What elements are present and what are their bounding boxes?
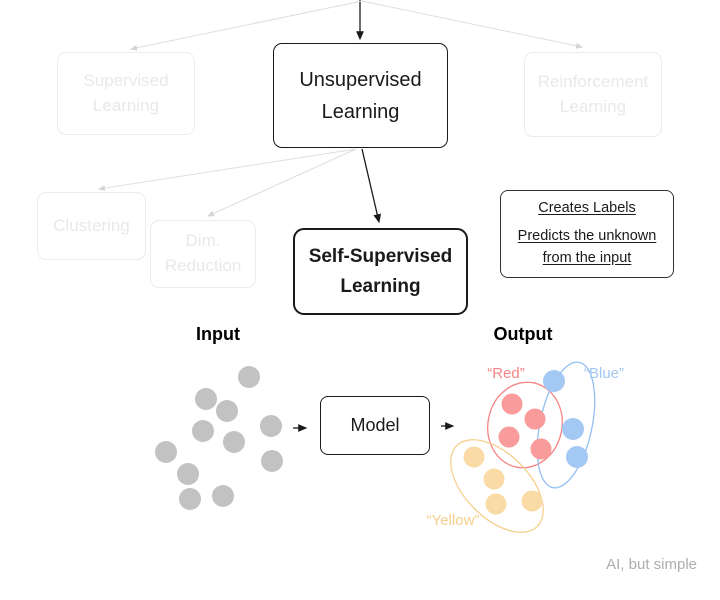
node-self-supervised-label: Self-Supervised Learning: [308, 246, 453, 297]
connector-root-to-supervised: [130, 0, 363, 51]
node-supervised-learning: Supervised Learning: [57, 52, 195, 135]
blue-cluster-label: “Blue”: [583, 365, 624, 382]
notes-line-1: Creates Labels: [538, 200, 636, 217]
node-dim-reduction-label: Dim. Reduction: [164, 231, 242, 275]
model-label: Model: [350, 415, 400, 436]
node-self-supervised-learning: Self-Supervised Learning: [293, 228, 468, 315]
input-dots: [155, 366, 283, 510]
dot: [216, 400, 238, 422]
dot: [501, 393, 523, 415]
dot: [521, 490, 543, 512]
dot: [483, 468, 505, 490]
node-unsupervised-label: Unsupervised Learning: [299, 68, 422, 123]
yellow-cluster-label: “Yellow”: [426, 512, 480, 529]
node-unsupervised-learning: Unsupervised Learning: [273, 43, 448, 148]
node-reinforcement-learning: Reinforcement Learning: [524, 52, 662, 137]
dot: [155, 441, 177, 463]
yellow-cluster-dots: [463, 446, 543, 515]
connector-unsupervised-to-selfsupervised: [361, 148, 382, 224]
node-clustering-label: Clustering: [53, 215, 130, 235]
dot: [261, 450, 283, 472]
dot: [177, 463, 199, 485]
node-clustering: Clustering: [37, 192, 146, 260]
dot: [238, 366, 260, 388]
dot: [543, 370, 565, 392]
connector-root-to-reinforcement: [361, 0, 583, 49]
node-dim-reduction: Dim. Reduction: [150, 220, 256, 288]
dot: [566, 446, 588, 468]
notes-box: Creates Labels Predicts the unknown from…: [500, 190, 674, 278]
blue-cluster-dots: [543, 370, 588, 468]
red-cluster-ellipse: [487, 381, 563, 469]
dot: [212, 485, 234, 507]
input-label: Input: [196, 324, 240, 344]
dot: [485, 493, 507, 515]
dot: [260, 415, 282, 437]
red-cluster-dots: [498, 393, 552, 460]
node-reinforcement-label: Reinforcement Learning: [537, 71, 649, 116]
red-cluster-label: “Red”: [487, 365, 525, 382]
dot: [562, 418, 584, 440]
notes-line-2: Predicts the unknown from the input: [517, 228, 657, 266]
dot: [463, 446, 485, 468]
output-label: Output: [493, 324, 553, 344]
connector-unsupervised-to-dimreduction: [207, 148, 357, 217]
connector-unsupervised-to-clustering: [98, 148, 357, 192]
yellow-cluster-ellipse: [450, 439, 544, 533]
dot: [195, 388, 217, 410]
dot: [223, 431, 245, 453]
model-box: Model: [320, 396, 430, 455]
dot: [179, 488, 201, 510]
node-supervised-label: Supervised Learning: [83, 70, 169, 115]
dot: [524, 408, 546, 430]
dot: [498, 426, 520, 448]
dot: [530, 438, 552, 460]
dot: [192, 420, 214, 442]
watermark-credit: AI, but simple: [606, 556, 697, 573]
